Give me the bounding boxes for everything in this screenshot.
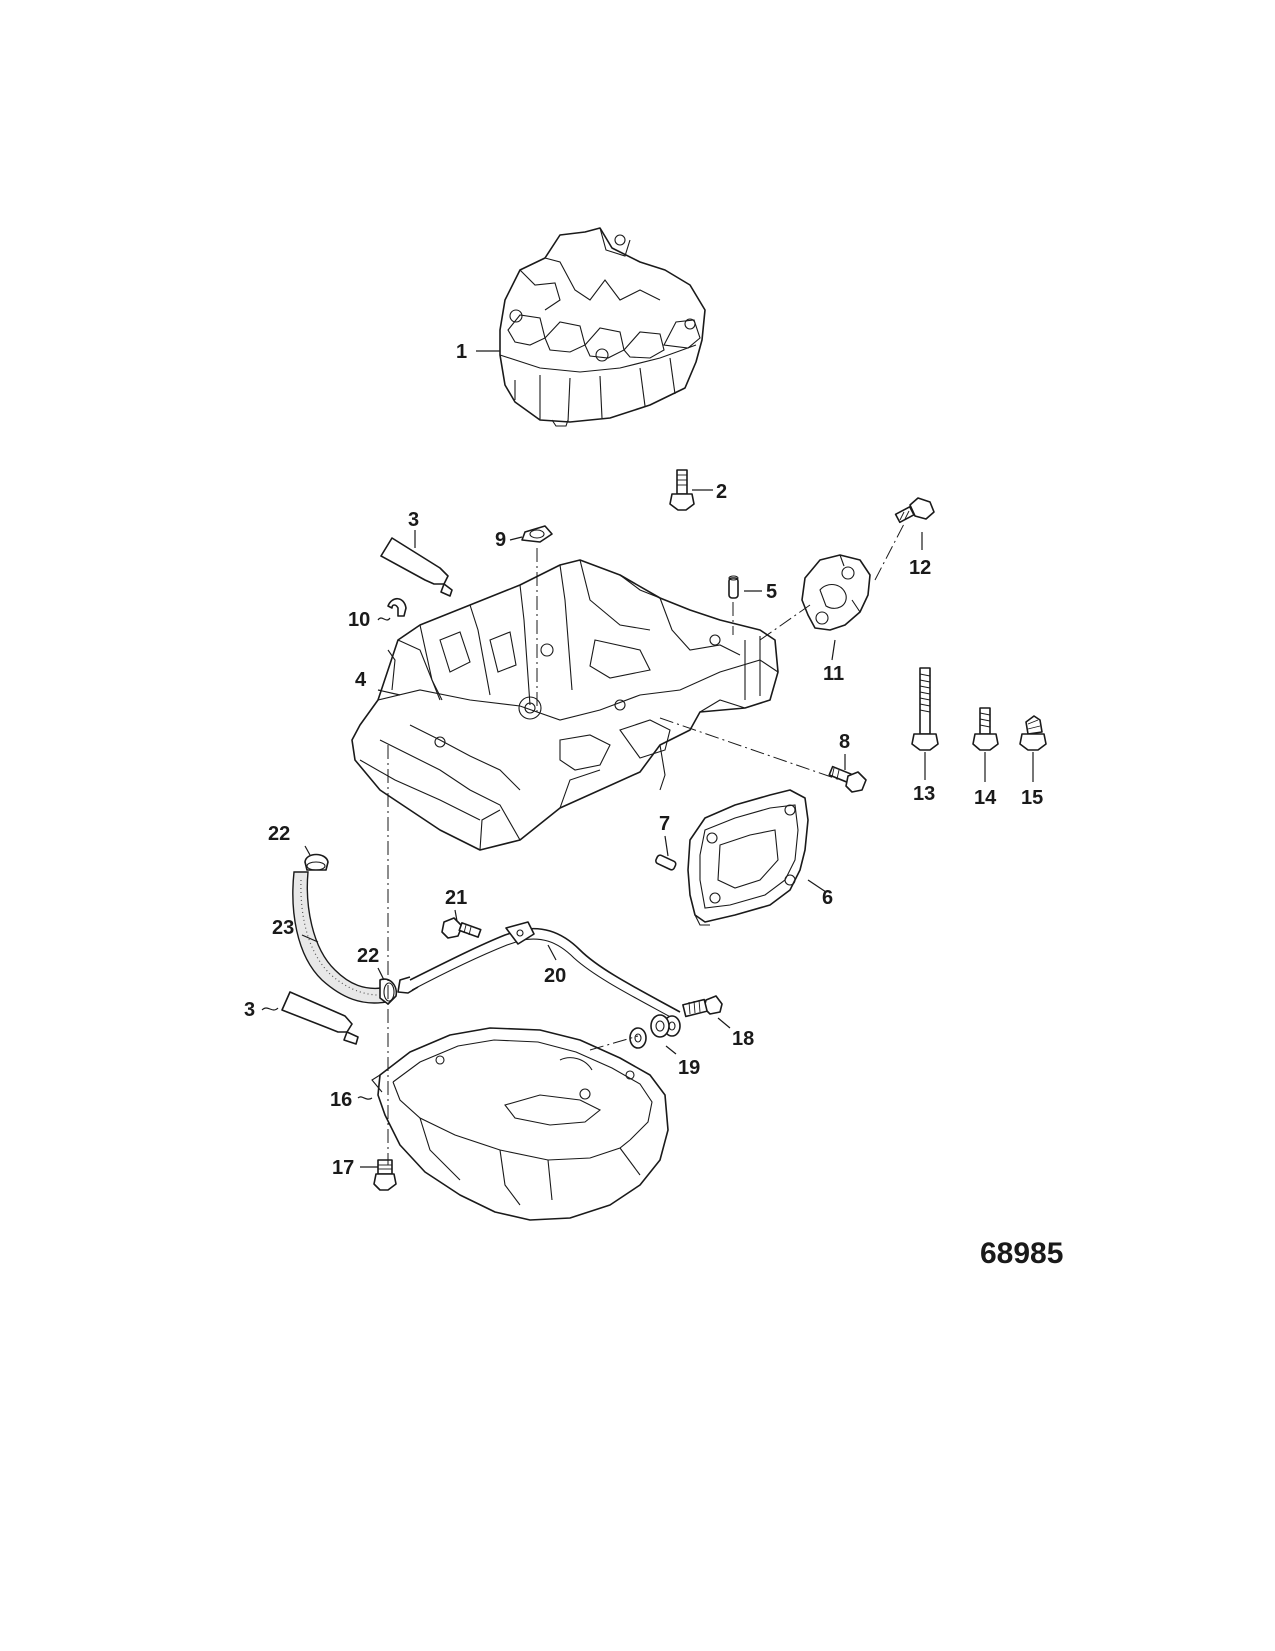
part-20-oil-pipe	[397, 921, 681, 1021]
callout-16: 16	[330, 1089, 352, 1111]
callout-4: 4	[355, 669, 367, 691]
callout-22-lower: 22	[357, 945, 379, 967]
part-11-bracket	[801, 554, 871, 631]
callout-3-upper: 3	[408, 509, 419, 531]
callout-21: 21	[445, 887, 467, 909]
part-18-banjo-bolt	[682, 995, 723, 1018]
part-3-sealant-tube-upper	[380, 537, 453, 597]
part-3-sealant-tube-lower	[281, 991, 359, 1045]
callout-8: 8	[839, 731, 850, 753]
part-1-upper-block	[499, 227, 706, 427]
part-6-cover-plate	[687, 789, 809, 926]
callout-17: 17	[332, 1157, 354, 1179]
callout-labels: 1 2 3 3 4 5 6 7 8 9 10 11 12 13 14 15 16…	[244, 341, 1043, 1179]
part-7-dowel	[655, 854, 677, 871]
part-16-oil-pan	[371, 1027, 669, 1221]
leader-lines	[261, 350, 1034, 1168]
part-13-long-stud	[911, 667, 939, 751]
callout-19: 19	[678, 1057, 700, 1079]
part-9-gasket	[521, 525, 553, 543]
part-4-crankcase	[351, 559, 779, 851]
callout-10: 10	[348, 609, 370, 631]
part-22-clamp-upper	[304, 853, 329, 871]
part-21-bolt	[441, 917, 482, 939]
callout-18: 18	[732, 1028, 754, 1050]
alignment-lines	[387, 521, 906, 1165]
part-8-bolt	[828, 765, 867, 793]
part-15-stud-nut	[1019, 715, 1047, 751]
callout-9: 9	[495, 529, 506, 551]
callout-7: 7	[659, 813, 670, 835]
figure-number: 68985	[980, 1237, 1063, 1270]
callout-22-upper: 22	[268, 823, 290, 845]
callout-3-lower: 3	[244, 999, 255, 1021]
callout-20: 20	[544, 965, 566, 987]
part-5-dowel	[728, 575, 739, 599]
callout-23: 23	[272, 917, 294, 939]
part-14-short-stud	[972, 707, 999, 751]
part-12-bolt	[894, 497, 935, 524]
callout-15: 15	[1021, 787, 1043, 809]
callout-1: 1	[456, 341, 467, 363]
part-17-drain-plug	[373, 1159, 397, 1191]
callout-6: 6	[822, 887, 833, 909]
callout-11: 11	[823, 663, 844, 685]
callout-14: 14	[974, 787, 997, 809]
callout-5: 5	[766, 581, 777, 603]
part-19-washers	[629, 1014, 681, 1049]
callout-2: 2	[716, 481, 727, 503]
part-10-fitting	[387, 597, 407, 617]
part-2-bolt	[669, 469, 695, 511]
callout-12: 12	[909, 557, 931, 579]
callout-13: 13	[913, 783, 935, 805]
